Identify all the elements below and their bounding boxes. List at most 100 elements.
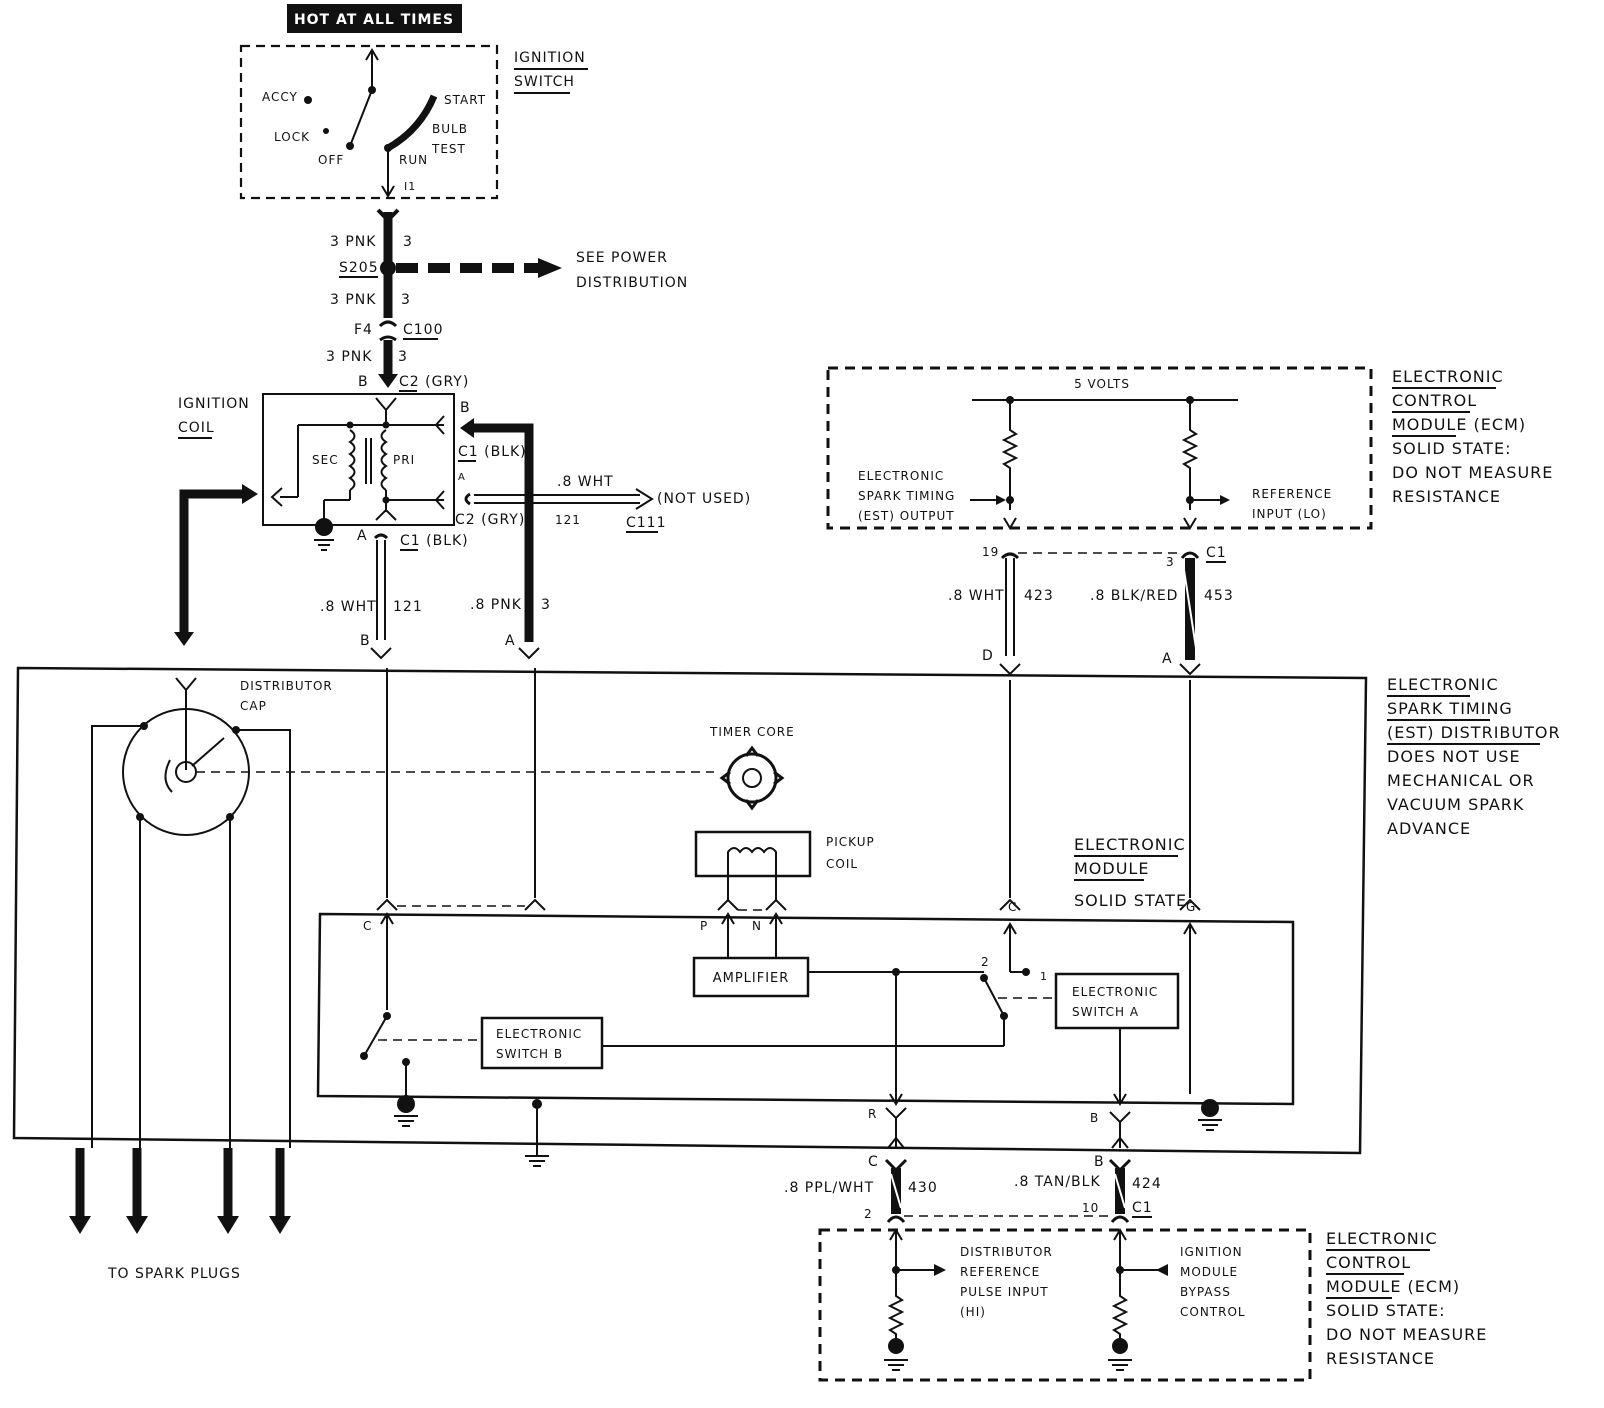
connector [886, 1215, 906, 1223]
ref-input-label-1: REFERENCE [1252, 487, 1332, 501]
ecm-c1-label: C1 [1206, 545, 1227, 561]
ref-input-label-2: INPUT (LO) [1252, 507, 1327, 521]
distributor-box [12, 666, 1368, 1155]
bottom-c1-conn-label: C1 [1132, 1200, 1153, 1216]
arrow-up-icon [365, 48, 379, 61]
ground-icon [525, 1155, 549, 1167]
bypass-label-3: BYPASS [1180, 1285, 1231, 1299]
connector-fork [1109, 1111, 1131, 1124]
c100-connector-top [378, 320, 398, 328]
connector-fork [999, 898, 1021, 911]
test-label: TEST [431, 142, 466, 156]
not-used-label: (NOT USED) [657, 491, 751, 507]
ground-icon [1108, 1359, 1132, 1371]
cap-label-1: DISTRIBUTOR [240, 679, 333, 693]
ecm-bottom-box [818, 1228, 1312, 1382]
pin-r-label: R [868, 1107, 877, 1121]
coil-ground-dot [315, 518, 333, 536]
arrow-down-icon [69, 1216, 91, 1234]
arrow-down-icon [126, 1216, 148, 1234]
terminal-fork [434, 415, 445, 435]
rotation-arrow-icon [164, 759, 173, 793]
arrow-up-icon [1003, 922, 1017, 935]
c100-label: C100 [403, 322, 444, 338]
i1-label: I1 [404, 180, 416, 193]
est-w1-label: .8 WHT [948, 588, 1005, 604]
ground-icon [394, 1115, 418, 1127]
bulb-label: BULB [432, 122, 468, 136]
switch-blade [349, 89, 373, 147]
pin-p-label: P [700, 919, 708, 933]
coil-a-right-label: A [458, 472, 466, 483]
dist-left-circuit-label: 121 [393, 599, 423, 615]
not-used-wire-label: .8 WHT [557, 474, 614, 490]
lock-label: LOCK [274, 130, 310, 144]
bottom-pin-b-label: B [1094, 1154, 1105, 1170]
off-contact [346, 142, 354, 150]
feed-c1-label: 3 [403, 234, 413, 250]
start-arc [386, 94, 438, 152]
dist-left-pin-label: B [360, 633, 371, 649]
est-c1-label: 423 [1024, 588, 1054, 604]
pullup-resistor-est [1001, 400, 1019, 510]
primary-winding [380, 429, 388, 491]
accy-label: ACCY [262, 90, 298, 104]
secondary-winding [348, 429, 356, 491]
start-label: START [444, 93, 486, 107]
arrow-up-icon [1111, 1136, 1129, 1149]
ecm-bottom-title-5: DO NOT MEASURE [1326, 1325, 1487, 1344]
dist-right-pin-label: A [505, 633, 516, 649]
connector-fork [175, 677, 197, 692]
ground-dot [888, 1338, 904, 1354]
est-output-label-3: (EST) OUTPUT [858, 509, 955, 523]
connector [1110, 1215, 1130, 1223]
arrow-down-icon [1113, 1093, 1127, 1106]
arrow-down-icon [174, 632, 194, 646]
arrow-right-icon [635, 488, 654, 510]
arrow-down-icon [269, 1216, 291, 1234]
bottom-c1-label: 430 [908, 1180, 938, 1196]
ignition-switch-title-1: IGNITION [514, 50, 586, 66]
arrow-right-icon [934, 1264, 946, 1276]
junction-dot [346, 421, 354, 429]
ref-pulse-label-1: DISTRIBUTOR [960, 1245, 1053, 1259]
ignition-coil-title-2: COIL [178, 420, 215, 436]
secondary-terminal-fork [270, 487, 283, 507]
dist-title-6: VACUUM SPARK [1387, 795, 1524, 814]
ecm-bottom-title-2: CONTROL [1326, 1253, 1411, 1272]
bypass-label-4: CONTROL [1180, 1305, 1246, 1319]
feed-c3-label: 3 [398, 349, 408, 365]
pickup-coil-winding [727, 847, 777, 862]
s205-label: S205 [339, 260, 379, 276]
arrow-right-icon [1220, 495, 1230, 505]
arrow-down-icon [378, 374, 398, 388]
connector-fork [376, 898, 398, 911]
connector-fork [518, 647, 540, 660]
ignition-coil-title-1: IGNITION [178, 396, 250, 412]
to-spark-plugs-label: TO SPARK PLUGS [107, 1266, 241, 1282]
coil-b-left-label: B [358, 374, 369, 390]
stripe [1114, 1173, 1126, 1209]
coil-terminal-fork [375, 397, 397, 412]
connector-fork [1179, 898, 1201, 911]
pin-b-label: B [1090, 1111, 1099, 1125]
arrow-left-icon [460, 418, 474, 438]
bottom-w2-label: .8 TAN/BLK [1014, 1174, 1101, 1190]
bypass-label-1: IGNITION [1180, 1245, 1243, 1259]
switch-a-box [1054, 972, 1180, 1030]
ecm-top-title-4: SOLID STATE: [1392, 439, 1511, 458]
timer-core-icon [726, 752, 778, 804]
pri-label: PRI [393, 453, 415, 467]
hot-at-all-times-label: HOT AT ALL TIMES [294, 12, 454, 28]
connector-fork [885, 1107, 907, 1120]
pullup-resistor-ref [1181, 400, 1199, 510]
dist-right-wire-label: .8 PNK [470, 597, 522, 613]
ground-icon [1198, 1119, 1222, 1131]
plug-lead-1 [91, 725, 144, 1148]
connector [373, 533, 389, 540]
ignition-switch-title-2: SWITCH [514, 74, 575, 90]
connector-fork [524, 898, 546, 911]
accy-contact [304, 96, 312, 104]
ground-dot [1201, 1099, 1219, 1117]
plug-lead-4 [236, 729, 291, 1148]
